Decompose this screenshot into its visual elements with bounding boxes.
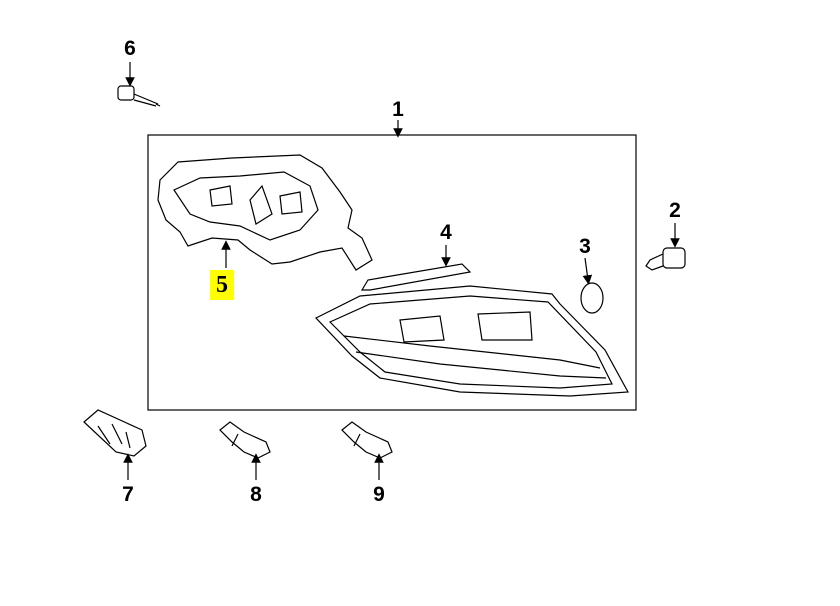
bulb-socket-housing-part-5	[157, 154, 373, 271]
callout-4: 4	[440, 221, 452, 244]
assembly-box	[147, 134, 637, 411]
tail-lamp-part-1	[315, 285, 629, 397]
screw-part-6	[117, 85, 161, 107]
bulb-part-8	[219, 421, 271, 459]
callout-8: 8	[250, 483, 262, 506]
screw-part-2	[645, 247, 686, 271]
callout-5-highlighted: 5	[210, 270, 234, 300]
callout-2: 2	[669, 199, 681, 222]
grommet-part-3	[580, 282, 604, 314]
bulb-part-7	[83, 409, 147, 457]
leader-3	[582, 257, 593, 285]
bulb-part-9	[341, 421, 393, 459]
callout-3: 3	[579, 235, 591, 258]
callout-6: 6	[124, 37, 136, 60]
gasket-part-4	[360, 263, 472, 291]
callout-7: 7	[122, 483, 134, 506]
callout-1: 1	[392, 98, 404, 121]
callout-9: 9	[373, 483, 385, 506]
